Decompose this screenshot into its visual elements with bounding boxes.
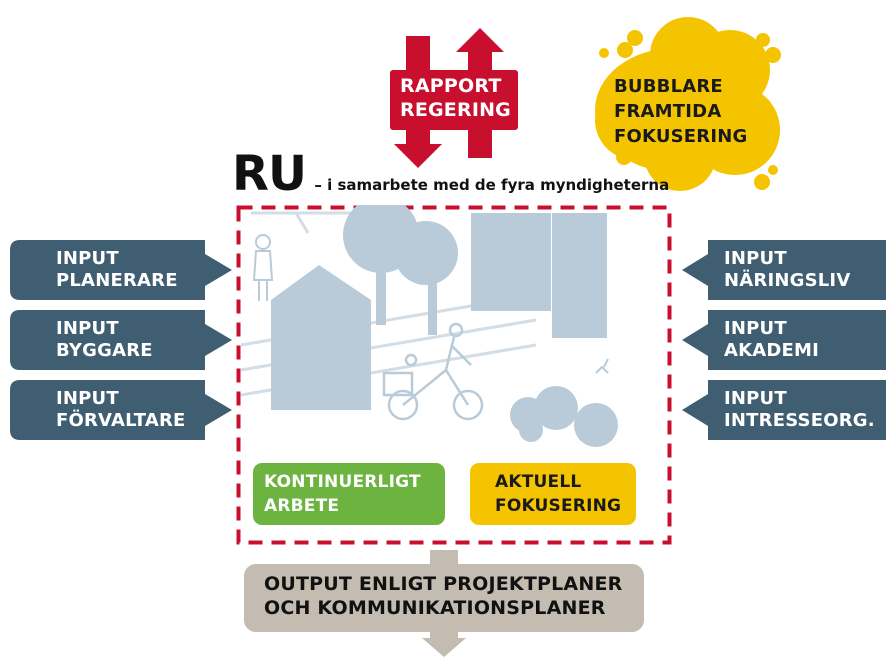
input-planerare: INPUT PLANERARE [56, 248, 178, 292]
aktuell-label: AKTUELL [495, 472, 582, 492]
intresseorg-label: INTRESSEORG. [724, 410, 875, 431]
akademi-label: AKADEMI [724, 340, 820, 361]
building-icon [471, 213, 607, 338]
input-label: INPUT [56, 248, 119, 269]
input-label: INPUT [724, 248, 787, 269]
output-line2: OCH KOMMUNIKATIONSPLANER [264, 597, 606, 619]
input-byggare: INPUT BYGGARE [56, 318, 153, 362]
rapport-label: RAPPORT [400, 75, 502, 97]
output-line1: OUTPUT ENLIGT PROJEKTPLANER [264, 573, 623, 595]
input-intresseorg: INPUT INTRESSEORG. [724, 388, 875, 432]
naringsliv-label: NÄRINGSLIV [724, 270, 851, 291]
input-naringsliv: INPUT NÄRINGSLIV [724, 248, 850, 292]
kontinuerligt-label: KONTINUERLIGT [264, 472, 421, 492]
city-illustration [240, 205, 618, 447]
house-icon [271, 265, 371, 410]
input-label: INPUT [724, 318, 787, 339]
input-akademi: INPUT AKADEMI [724, 318, 819, 362]
person-icon [252, 234, 274, 301]
kontinuerligt-box [253, 463, 445, 525]
planerare-label: PLANERARE [56, 270, 178, 291]
forvaltare-label: FÖRVALTARE [56, 410, 186, 431]
input-label: INPUT [724, 388, 787, 409]
byggare-label: BYGGARE [56, 340, 153, 361]
bushes-icon [510, 386, 618, 447]
down-arrow-icon [394, 118, 442, 168]
ru-title: RU [232, 146, 307, 202]
arbete-label: ARBETE [264, 496, 340, 516]
tree-icon [343, 205, 458, 335]
fokusering-label: FOKUSERING [614, 126, 748, 147]
regering-label: REGERING [400, 99, 511, 121]
ru-subtitle: – i samarbete med de fyra myndigheterna [314, 176, 670, 194]
framtida-label: FRAMTIDA [614, 101, 722, 122]
aktuell-box [470, 463, 636, 525]
input-label: INPUT [56, 388, 119, 409]
ru-heading: RU – i samarbete med de fyra myndigheter… [232, 146, 669, 202]
cyclist-icon [382, 322, 484, 421]
input-forvaltare: INPUT FÖRVALTARE [56, 388, 186, 432]
aktuell-fokusering-label: FOKUSERING [495, 496, 622, 516]
input-label: INPUT [56, 318, 119, 339]
bird-icon [595, 358, 609, 374]
bubblare-label: BUBBLARE [614, 76, 723, 97]
